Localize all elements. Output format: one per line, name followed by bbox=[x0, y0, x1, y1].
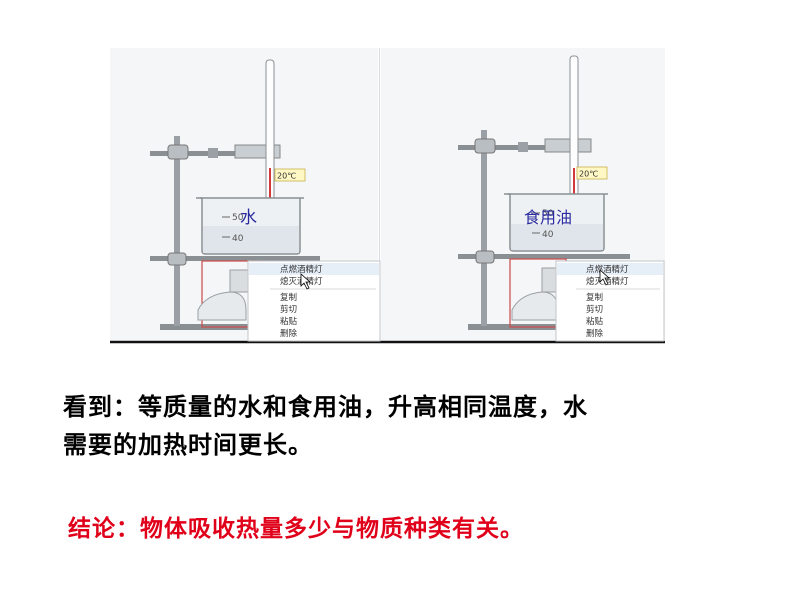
left-cursor-icon bbox=[300, 273, 312, 290]
experiment-figure: 20℃ 50 40 水 点燃酒精灯 熄灭酒精灯 复制 剪切 粘贴 删除 bbox=[110, 48, 665, 344]
observation-line-1: 看到：等质量的水和食用油，升高相同温度，水 bbox=[63, 393, 588, 421]
left-menu-ignite[interactable]: 点燃酒精灯 bbox=[280, 264, 323, 275]
right-beaker-label: 食用油 bbox=[524, 208, 572, 227]
right-menu-delete[interactable]: 删除 bbox=[586, 328, 604, 339]
conclusion-text: 结论：物体吸收热量多少与物质种类有关。 bbox=[68, 516, 524, 542]
right-menu-paste[interactable]: 粘贴 bbox=[586, 316, 604, 327]
left-menu-cut[interactable]: 剪切 bbox=[280, 304, 297, 315]
right-menu-ignite[interactable]: 点燃酒精灯 bbox=[586, 264, 629, 275]
left-context-menu: 点燃酒精灯 熄灭酒精灯 复制 剪切 粘贴 删除 bbox=[247, 260, 381, 342]
left-scale-40: 40 bbox=[232, 234, 244, 244]
left-menu-delete[interactable]: 删除 bbox=[280, 328, 298, 339]
right-thermometer-label: 20℃ bbox=[579, 170, 598, 179]
right-scale-40: 40 bbox=[542, 230, 554, 240]
right-menu-cut[interactable]: 剪切 bbox=[586, 304, 603, 315]
left-beaker-label: 水 bbox=[240, 208, 257, 228]
right-menu-copy[interactable]: 复制 bbox=[586, 292, 603, 303]
left-apparatus: 20℃ 50 40 水 bbox=[150, 59, 320, 330]
right-context-menu: 点燃酒精灯 熄灭酒精灯 复制 剪切 粘贴 删除 bbox=[555, 260, 665, 342]
left-menu-copy[interactable]: 复制 bbox=[280, 292, 297, 303]
right-scale-50: 50 bbox=[542, 209, 554, 219]
left-menu-paste[interactable]: 粘贴 bbox=[280, 316, 298, 327]
observation-line-2: 需要的加热时间更长。 bbox=[63, 431, 313, 459]
left-thermometer-label: 20℃ bbox=[277, 172, 296, 181]
right-menu-extinguish[interactable]: 熄灭酒精灯 bbox=[586, 276, 629, 287]
right-cursor-icon bbox=[599, 269, 611, 286]
left-scale-50: 50 bbox=[232, 213, 244, 223]
right-apparatus: 20℃ 50 40 食用油 bbox=[458, 55, 630, 330]
